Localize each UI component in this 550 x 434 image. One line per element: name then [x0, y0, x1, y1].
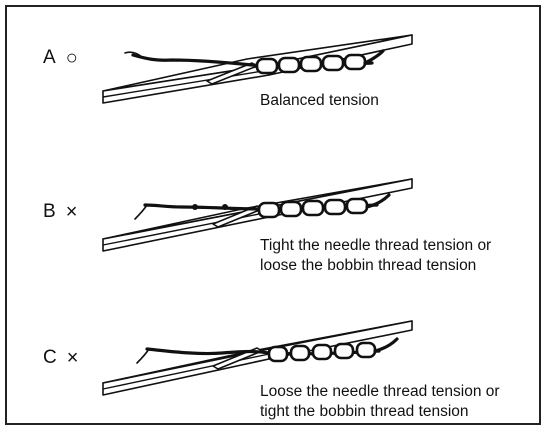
label-a: A ○	[43, 47, 78, 69]
bad-cross-icon: ×	[65, 201, 78, 223]
caption-line: Balanced tension	[260, 92, 379, 109]
panel-letter: B	[43, 201, 56, 222]
caption-line: loose the bobbin thread tension	[260, 257, 477, 274]
panel-letter: A	[43, 47, 56, 68]
diagram-frame: A ○ Balanced tension	[5, 5, 541, 425]
caption-line: Loose the needle thread tension or	[260, 383, 500, 400]
panel-letter: C	[43, 347, 57, 368]
caption-b: Tight the needle thread tension or loose…	[260, 236, 491, 276]
caption-c: Loose the needle thread tension or tight…	[260, 382, 500, 422]
stitch-loops	[257, 197, 369, 219]
stitch-loops	[255, 53, 367, 75]
panel-a: A ○ Balanced tension	[7, 7, 543, 147]
panel-c: C × Loose the needle thread tension or t…	[7, 293, 543, 433]
fabric-illustration-b	[102, 178, 413, 252]
caption-a: Balanced tension	[260, 91, 379, 111]
label-c: C ×	[43, 347, 78, 369]
label-b: B ×	[43, 201, 77, 223]
good-circle-icon: ○	[65, 47, 78, 69]
caption-line: Tight the needle thread tension or	[260, 237, 492, 254]
fabric-illustration-a	[102, 34, 413, 104]
caption-line: tight the bobbin thread tension	[260, 403, 469, 420]
panel-b: B × Tight the needle thread tension or l…	[7, 149, 543, 289]
stitch-loops	[267, 341, 377, 363]
fabric-illustration-c	[102, 320, 413, 396]
bad-cross-icon: ×	[66, 347, 79, 369]
